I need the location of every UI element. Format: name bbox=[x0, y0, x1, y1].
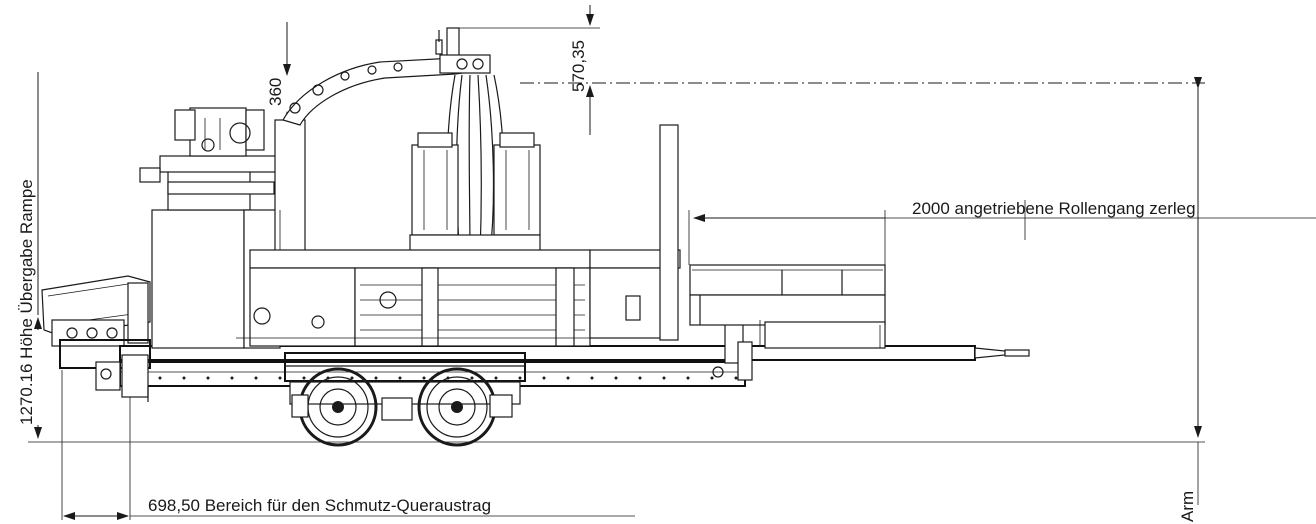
machine-drawing bbox=[41, 27, 1030, 447]
dimension-lines bbox=[28, 5, 1316, 520]
chassis-bolt bbox=[494, 376, 498, 380]
cylinders bbox=[409, 132, 541, 254]
chassis-bolt bbox=[710, 376, 714, 380]
chassis-bolt bbox=[182, 376, 186, 380]
chassis-bolt bbox=[254, 376, 258, 380]
chassis-bolt bbox=[638, 376, 642, 380]
roller-conveyor-label: 2000 angetriebene Rollengang zerleg bbox=[912, 199, 1196, 218]
chassis-bolt bbox=[158, 376, 162, 380]
left-housing bbox=[139, 107, 306, 349]
chassis-bolt bbox=[686, 376, 690, 380]
main-body bbox=[236, 124, 681, 347]
chassis-bolt bbox=[230, 376, 234, 380]
arm-height-label: 570,35 bbox=[569, 40, 588, 92]
chassis-bolt bbox=[350, 376, 354, 380]
chassis-bolt bbox=[662, 376, 666, 380]
chassis-bolt bbox=[734, 376, 738, 380]
dirt-discharge-label: 698,50 Bereich für den Schmutz-Queraustr… bbox=[148, 496, 491, 515]
ramp-height-label: 1270.16 Höhe Übergabe Rampe bbox=[17, 179, 36, 425]
transfer-ramp bbox=[41, 275, 151, 369]
arm bbox=[282, 27, 505, 256]
chassis-bolt bbox=[398, 376, 402, 380]
chassis-bolt bbox=[422, 376, 426, 380]
arm-label: Arm bbox=[1178, 491, 1197, 522]
chassis-bolt bbox=[566, 376, 570, 380]
axle-assembly bbox=[284, 352, 526, 447]
chassis-bolt bbox=[590, 376, 594, 380]
wheel-front bbox=[298, 367, 378, 447]
chassis-bolt bbox=[302, 376, 306, 380]
chassis-bolt bbox=[206, 376, 210, 380]
chassis-bolt bbox=[374, 376, 378, 380]
chassis-bolt bbox=[542, 376, 546, 380]
chassis-bolt bbox=[470, 376, 474, 380]
roller-conveyor bbox=[689, 264, 886, 349]
arm-offset-label: 360 bbox=[266, 78, 285, 106]
chassis-bolt bbox=[614, 376, 618, 380]
chassis-bolt bbox=[278, 376, 282, 380]
chassis-bolt bbox=[518, 376, 522, 380]
